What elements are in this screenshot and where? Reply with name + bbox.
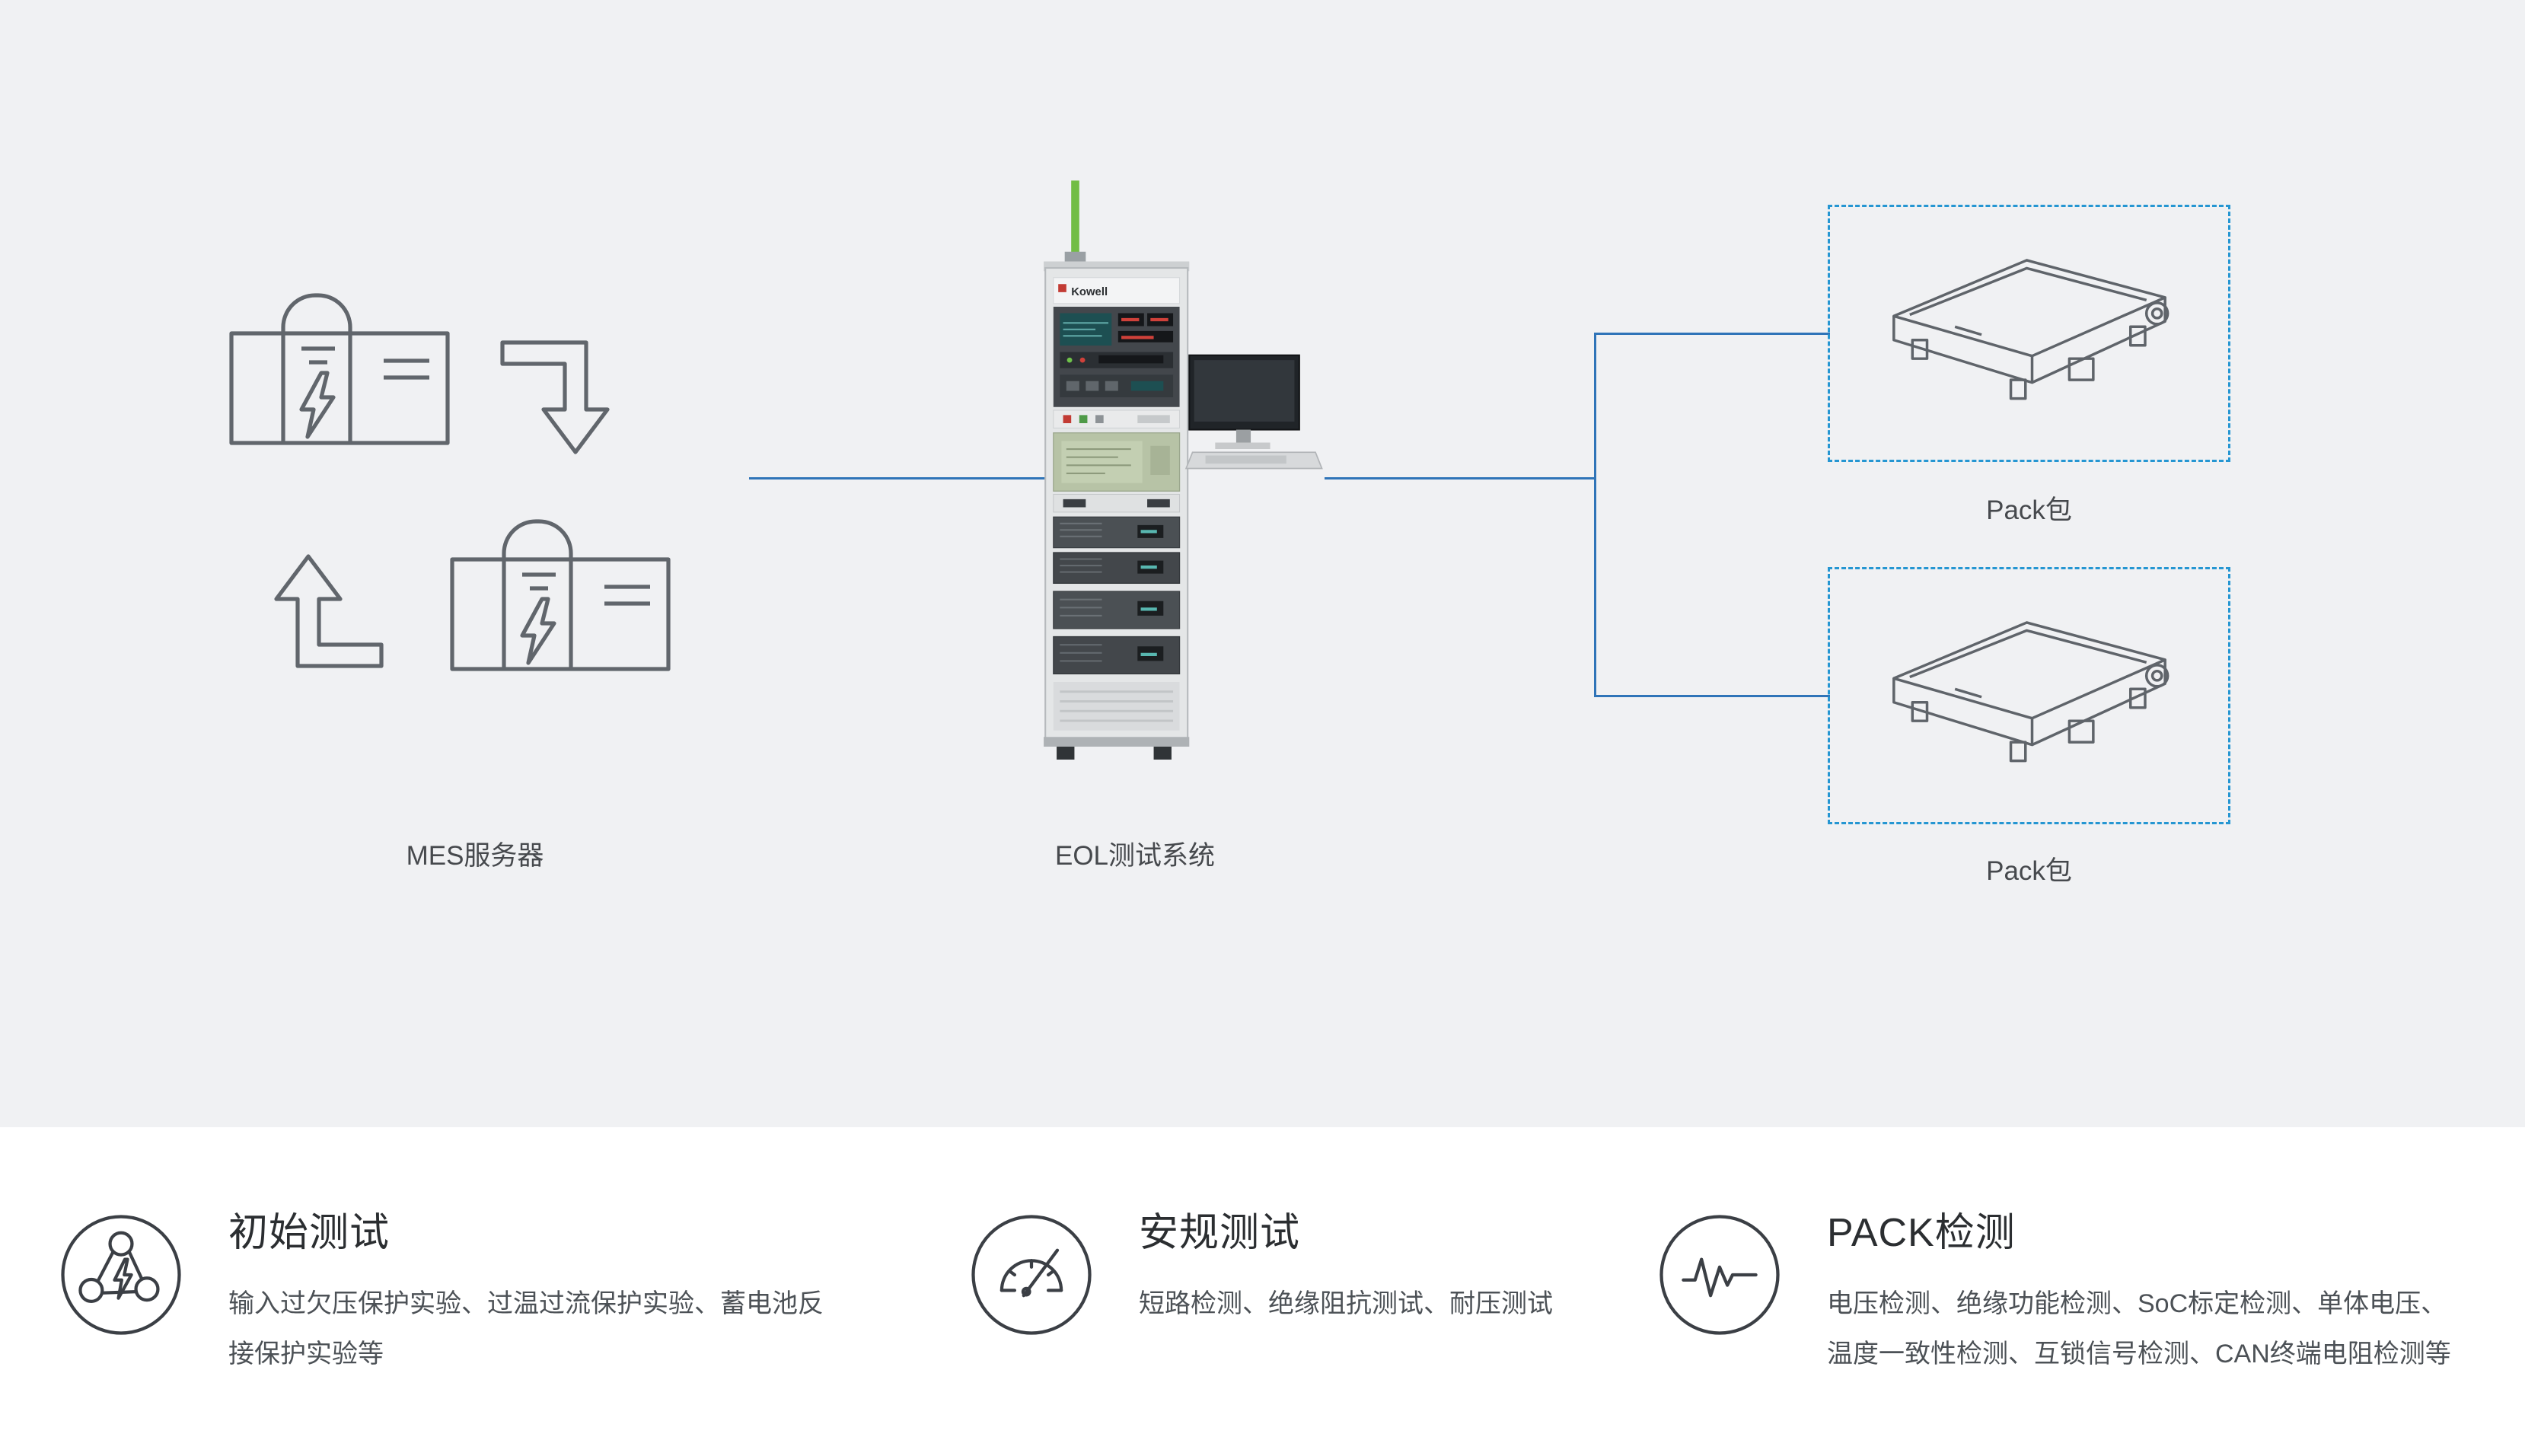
machine-brand-label: Kowell [1071, 286, 1108, 298]
pack-box-1 [1828, 205, 2230, 462]
eol-system-label: EOL测试系统 [1054, 841, 1216, 871]
pack-label-1: Pack包 [1986, 495, 2072, 525]
pack-box-2 [1828, 567, 2230, 824]
battery-pack-icon [1892, 259, 2169, 400]
feature-pack-detection: PACK检测 电压检测、绝缘功能检测、SoC标定检测、单体电压、温度一致性检测、… [1655, 1210, 2466, 1380]
gauge-icon [971, 1215, 1092, 1335]
feature-title: PACK检测 [1827, 1211, 2016, 1255]
feature-description: 输入过欠压保护实验、过温过流保护实验、蓄电池反接保护实验等 [228, 1289, 824, 1369]
feature-safety-test: 安规测试 短路检测、绝缘阻抗测试、耐压测试 [967, 1210, 1626, 1340]
connector-mes-to-eol [749, 477, 1046, 479]
arrow-down-icon [500, 340, 610, 454]
pack-label-2: Pack包 [1986, 856, 2072, 886]
connector-eol-to-branch [1325, 477, 1596, 479]
mes-server-label: MES服务器 [406, 841, 544, 871]
feature-description: 电压检测、绝缘功能检测、SoC标定检测、单体电压、温度一致性检测、互锁信号检测、… [1827, 1289, 2451, 1369]
feature-description: 短路检测、绝缘阻抗测试、耐压测试 [1139, 1289, 1553, 1318]
pulse-icon [1659, 1215, 1780, 1335]
antenna [1071, 180, 1079, 262]
connector-branch-to-pack2 [1594, 695, 1830, 697]
diagram-section: MES服务器 Kowell [0, 0, 2525, 1127]
server-icon [229, 293, 450, 445]
connector-branch-vertical [1594, 333, 1596, 697]
arrow-up-icon [274, 554, 384, 668]
server-icon [450, 519, 671, 671]
feature-title: 安规测试 [1139, 1211, 1301, 1255]
features-section: 初始测试 输入过欠压保护实验、过温过流保护实验、蓄电池反接保护实验等 安规测试 … [0, 1127, 2525, 1456]
feature-title: 初始测试 [228, 1211, 391, 1255]
eol-machine-illustration: Kowell [1044, 180, 1323, 760]
feature-initial-test: 初始测试 输入过欠压保护实验、过温过流保护实验、蓄电池反接保护实验等 [56, 1210, 837, 1380]
battery-pack-icon [1892, 621, 2169, 763]
network-lightning-icon [61, 1215, 181, 1335]
connector-branch-to-pack1 [1594, 333, 1830, 335]
